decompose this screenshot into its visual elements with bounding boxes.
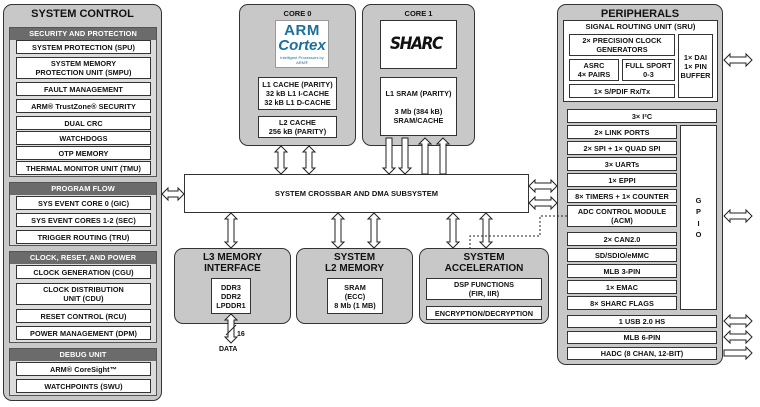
fault-management-box: FAULT MANAGEMENT <box>16 82 151 96</box>
gpio-label: G P I O <box>695 195 702 240</box>
arm-logo-subtext: Intelligent Processors by ARM® <box>280 55 324 65</box>
bus-slash <box>225 324 237 336</box>
cgu-box: CLOCK GENERATION (CGU) <box>16 265 151 279</box>
hadc-edge-arrow <box>723 345 753 361</box>
arm-cortex-logo: ARM Cortex Intelligent Processors by ARM… <box>275 20 329 68</box>
smpu-box: SYSTEM MEMORY PROTECTION UNIT (SMPU) <box>16 57 151 79</box>
eppi-box: 1× EPPI <box>567 173 677 187</box>
debug-title: DEBUG UNIT <box>10 349 156 361</box>
core0-arrow-2 <box>301 145 317 175</box>
watchdogs-box: WATCHDOGS <box>16 131 151 145</box>
l2-arrow-1 <box>330 212 346 249</box>
system-acceleration-title: SYSTEM ACCELERATION <box>444 252 524 274</box>
clock-reset-power-title: CLOCK, RESET, AND POWER <box>10 252 156 264</box>
hadc-box: HADC (8 CHAN, 12-BIT) <box>567 347 717 360</box>
mlb-3pin-box: MLB 3-PIN <box>567 264 677 278</box>
sharc-flags-box: 8× SHARC FLAGS <box>567 296 677 310</box>
l2-arrow-2 <box>366 212 382 249</box>
core1-l1-sram-box: L1 SRAM (PARITY) 3 Mb (384 kB) SRAM/CACH… <box>380 77 457 136</box>
sec-box: SYS EVENT CORES 1-2 (SEC) <box>16 213 151 227</box>
dpm-box: POWER MANAGEMENT (DPM) <box>16 326 151 340</box>
tmu-box: THERMAL MONITOR UNIT (TMU) <box>16 161 151 175</box>
acm-box: ADC CONTROL MODULE (ACM) <box>567 205 677 227</box>
program-flow-title: PROGRAM FLOW <box>10 183 156 195</box>
acm-link-line <box>469 215 567 248</box>
tru-box: TRIGGER ROUTING (TRU) <box>16 230 151 244</box>
timers-box: 8× TIMERS + 1× COUNTER <box>567 189 677 203</box>
emac-box: 1× EMAC <box>567 280 677 294</box>
ddr-box: DDR3 DDR2 LPDDR1 <box>211 278 251 314</box>
sru-edge-arrow <box>723 52 753 68</box>
crossbar-periph-arrow-2 <box>528 195 558 211</box>
core0-l2-cache-box: L2 CACHE 256 kB (PARITY) <box>258 116 337 138</box>
trustzone-box: ARM® TrustZone® SECURITY <box>16 99 151 113</box>
security-group-title: SECURITY AND PROTECTION <box>10 28 156 40</box>
accel-arrow-2 <box>478 212 494 249</box>
full-sport-box: FULL SPORT 0-3 <box>622 59 675 81</box>
usb-box: 1 USB 2.0 HS <box>567 315 717 328</box>
crossbar-periph-arrow-1 <box>528 178 558 194</box>
otp-memory-box: OTP MEMORY <box>16 146 151 160</box>
rcu-box: RESET CONTROL (RCU) <box>16 309 151 323</box>
cortex-logo-text: Cortex <box>278 37 326 54</box>
core1-title: CORE 1 <box>404 9 433 18</box>
cdu-box: CLOCK DISTRIBUTION UNIT (CDU) <box>16 283 151 305</box>
l3-memory-title: L3 MEMORY INTERFACE <box>202 252 263 274</box>
system-crossbar-box: SYSTEM CROSSBAR AND DMA SUBSYSTEM <box>184 174 529 213</box>
gic-box: SYS EVENT CORE 0 (GIC) <box>16 196 151 210</box>
sru-title: SIGNAL ROUTING UNIT (SRU) <box>585 22 696 31</box>
dual-crc-box: DUAL CRC <box>16 116 151 130</box>
encryption-box: ENCRYPTION/DECRYPTION <box>426 306 542 320</box>
coresight-box: ARM® CoreSight™ <box>16 362 151 376</box>
i2c-box: 3× I²C <box>567 109 717 123</box>
arm-logo-text: ARM <box>284 22 320 39</box>
precision-clock-box: 2× PRECISION CLOCK GENERATORS <box>569 34 675 56</box>
accel-arrow-1 <box>445 212 461 249</box>
gpio-box: G P I O <box>680 125 717 310</box>
sharc-logo: SHARC <box>389 34 443 54</box>
link-ports-box: 2× LINK PORTS <box>567 125 677 139</box>
mlb-6pin-box: MLB 6-PIN <box>567 331 717 344</box>
can-box: 2× CAN2.0 <box>567 232 677 246</box>
spu-box: SYSTEM PROTECTION (SPU) <box>16 40 151 54</box>
sdio-box: SD/SDIO/eMMC <box>567 248 677 262</box>
spi-box: 2× SPI + 1× QUAD SPI <box>567 141 677 155</box>
sharc-logo-box: SHARC <box>380 20 457 69</box>
data-label: DATA <box>219 346 238 353</box>
core0-arrow-1 <box>273 145 289 175</box>
usb-edge-arrow <box>723 313 753 329</box>
dai-box: 1× DAI 1× PIN BUFFER <box>678 34 713 98</box>
spdif-box: 1× S/PDIF Rx/Tx <box>569 84 675 98</box>
gpio-edge-arrow <box>723 208 753 224</box>
bus-width-label: 16 <box>237 331 245 338</box>
peripherals-title: PERIPHERALS <box>600 8 680 20</box>
system-control-title: SYSTEM CONTROL <box>31 8 134 20</box>
core0-title: CORE 0 <box>283 9 312 18</box>
dsp-functions-box: DSP FUNCTIONS (FIR, IIR) <box>426 278 542 300</box>
swu-box: WATCHPOINTS (SWU) <box>16 379 151 393</box>
l2-sram-box: SRAM (ECC) 8 Mb (1 MB) <box>327 278 383 314</box>
l2-memory-title: SYSTEM L2 MEMORY <box>324 252 385 274</box>
l3-arrow <box>223 212 239 249</box>
asrc-box: ASRC 4× PAIRS <box>569 59 619 81</box>
sysctrl-crossbar-arrow <box>161 186 185 202</box>
mlb-edge-arrow <box>723 329 753 345</box>
core0-l1-cache-box: L1 CACHE (PARITY) 32 kB L1 I-CACHE 32 kB… <box>258 77 337 110</box>
uarts-box: 3× UARTs <box>567 157 677 171</box>
